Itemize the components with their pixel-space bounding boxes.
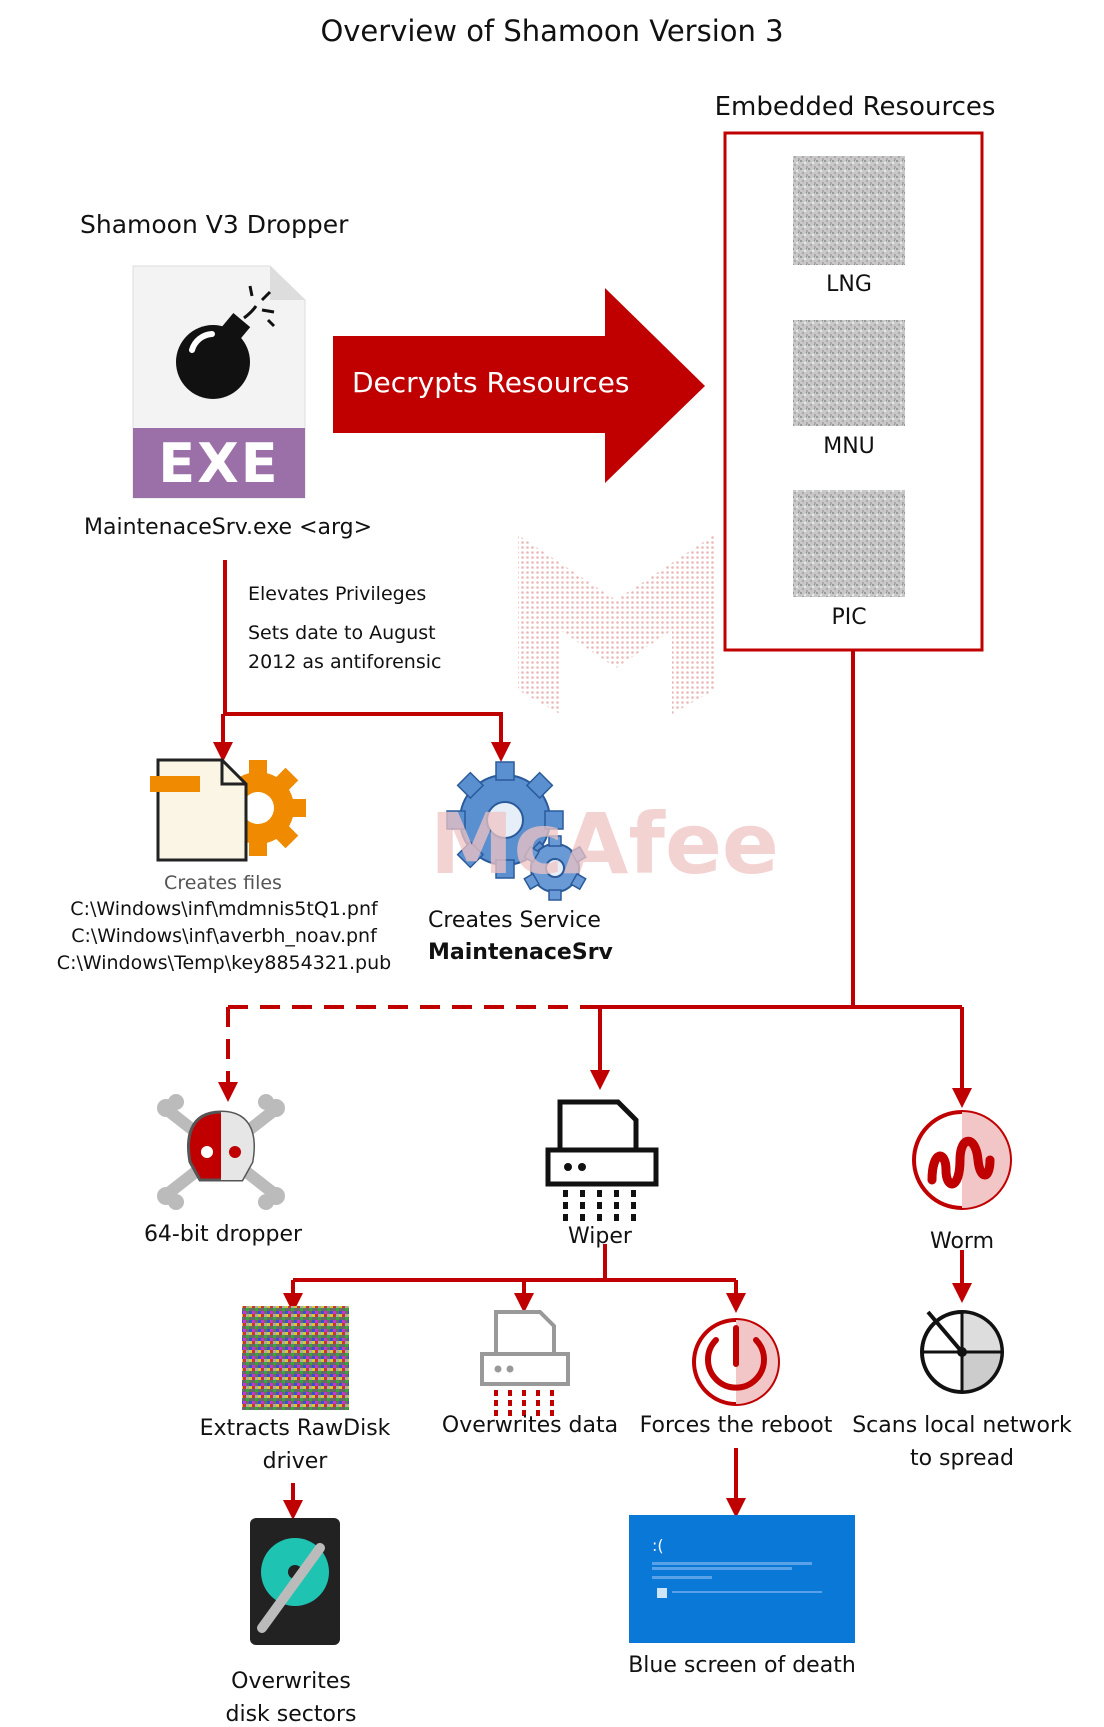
- network-scan-icon: [920, 1310, 1004, 1394]
- worm-icon: [912, 1110, 1012, 1210]
- dropper64-label: 64-bit dropper: [143, 1222, 303, 1247]
- overwrites-data-label: Overwrites data: [441, 1413, 619, 1438]
- exe-badge-label: EXE: [158, 432, 280, 495]
- decrypt-arrow: [333, 288, 705, 483]
- rawdisk-label-line1: Extracts RawDisk: [199, 1416, 391, 1441]
- file-path-2: C:\Windows\inf\averbh_noav.pnf: [71, 925, 377, 947]
- resource-label-lng: LNG: [826, 272, 872, 297]
- resources-heading: Embedded Resources: [714, 92, 996, 122]
- power-icon: [692, 1318, 780, 1406]
- dropper-heading: Shamoon V3 Dropper: [80, 210, 349, 239]
- mcafee-watermark-icon: [518, 535, 714, 714]
- sets-date-label-line1: Sets date to August: [248, 622, 436, 644]
- resource-image-pic: [793, 490, 905, 597]
- elevates-privileges-label: Elevates Privileges: [248, 583, 427, 605]
- resource-label-pic: PIC: [831, 605, 867, 630]
- diagram-title: Overview of Shamoon Version 3: [320, 14, 784, 48]
- resource-image-lng: [793, 156, 905, 265]
- hard-disk-icon: [250, 1518, 340, 1645]
- overwrite-shredder-icon: [480, 1310, 570, 1416]
- resource-label-mnu: MNU: [823, 434, 875, 459]
- rawdisk-noise-image: [242, 1306, 349, 1410]
- scan-network-label-line1: Scans local network: [852, 1413, 1072, 1438]
- bomb-icon: [176, 285, 276, 399]
- wiper-label: Wiper: [568, 1224, 632, 1249]
- mcafee-watermark-text: McAfee: [430, 795, 779, 893]
- file-path-1: C:\Windows\inf\mdmnis5tQ1.pnf: [70, 898, 378, 920]
- creates-files-heading: Creates files: [164, 872, 282, 894]
- bsod-label: Blue screen of death: [628, 1653, 856, 1678]
- dropper-filename: MaintenaceSrv.exe <arg>: [84, 515, 373, 540]
- service-name-label: MaintenaceSrv: [428, 940, 613, 965]
- sectors-label-line2: disk sectors: [225, 1702, 357, 1727]
- worm-label: Worm: [929, 1229, 994, 1254]
- service-gears-icon: [446, 761, 587, 901]
- decrypt-arrow-label: Decrypts Resources: [352, 366, 630, 399]
- creates-service-label: Creates Service: [428, 908, 601, 933]
- resource-image-mnu: [793, 320, 905, 426]
- bsod-screenshot: [629, 1515, 855, 1643]
- skull-crossbones-icon: [157, 1094, 285, 1210]
- file-path-3: C:\Windows\Temp\key8854321.pub: [56, 952, 392, 974]
- bsod-sad-face: :(: [652, 1536, 664, 1555]
- bsod-text-block: [652, 1560, 832, 1593]
- reboot-label: Forces the reboot: [639, 1413, 833, 1438]
- sets-date-label-line2: 2012 as antiforensic: [248, 651, 442, 673]
- wiper-shredder-icon: [545, 1099, 659, 1221]
- sectors-label-line1: Overwrites: [231, 1669, 351, 1694]
- scan-network-label-line2: to spread: [909, 1446, 1015, 1471]
- files-gear-icon: [150, 758, 306, 862]
- rawdisk-label-line2: driver: [262, 1449, 328, 1474]
